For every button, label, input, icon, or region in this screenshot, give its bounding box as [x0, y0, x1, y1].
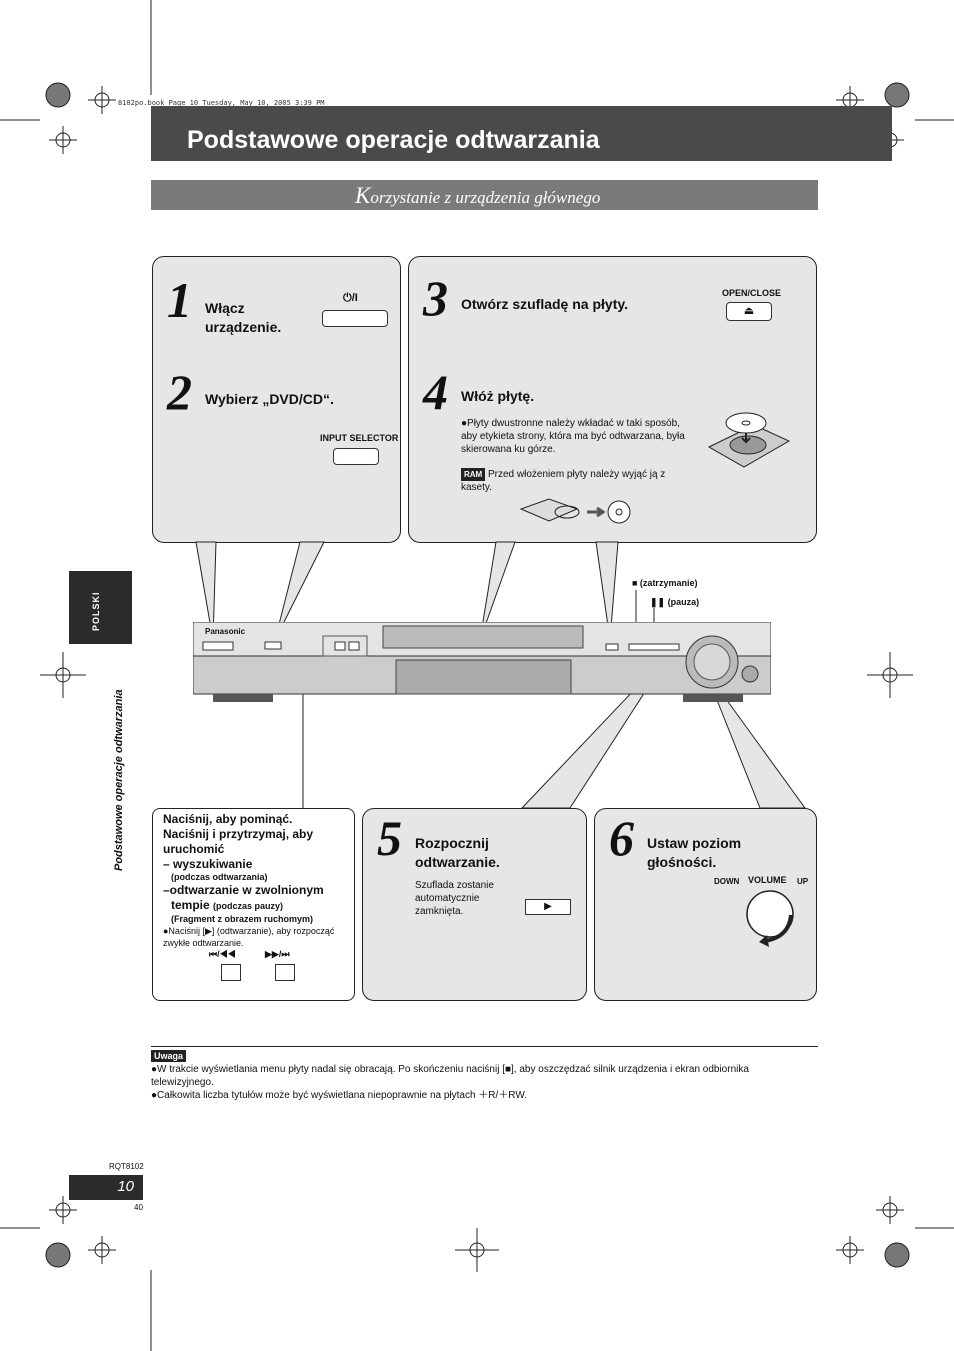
volume-up-label: UP — [797, 877, 809, 886]
skip-line5: –odtwarzanie w zwolnionym — [163, 883, 324, 897]
eject-icon: ⏏ — [743, 305, 755, 317]
ram-badge: RAM — [461, 468, 486, 481]
skip-back-button[interactable] — [221, 964, 241, 981]
panel-steps-3-4: 3 Otwórz szufladę na płyty. OPEN/CLOSE ⏏… — [408, 256, 817, 543]
play-icon: ▶ — [544, 901, 552, 912]
panel-skip-search: Naciśnij, aby pominąć. Naciśnij i przytr… — [152, 808, 355, 1001]
step-4-text: Włóż płytę. — [461, 388, 535, 404]
open-close-label: OPEN/CLOSE — [722, 288, 782, 298]
skip-line6: tempie (podczas pauzy) — [163, 898, 353, 914]
volume-label: VOLUME — [748, 875, 787, 885]
step-2-number: 2 — [167, 364, 192, 420]
step-6-line1: Ustaw poziom — [647, 835, 742, 851]
panel-steps-1-2: 1 Włącz urządzenie. ⏻/I 2 Wybierz „DVD/C… — [152, 256, 401, 543]
device-front-panel: Panasonic — [193, 622, 771, 702]
page-number: 10 — [117, 1178, 134, 1195]
skip-line7: (Fragment z obrazem ruchomym) — [171, 914, 314, 924]
step-1-text: Włącz urządzenie. — [205, 299, 281, 337]
open-close-button[interactable]: ⏏ — [726, 302, 772, 321]
skip-line4: (podczas odtwarzania) — [171, 872, 268, 882]
page-title: Podstawowe operacje odtwarzania — [187, 126, 600, 154]
skip-line1: Naciśnij, aby pominąć. — [163, 812, 293, 826]
volume-knob[interactable] — [743, 887, 803, 947]
note-1: ●W trakcie wyświetlania menu płyty nadal… — [151, 1064, 749, 1088]
skip-forward-icon: ▶▶/⏭ — [265, 949, 290, 959]
step-6-number: 6 — [609, 810, 634, 866]
stop-label: ■ (zatrzymanie) — [632, 578, 698, 588]
step-4-note-double-sided: ●Płyty dwustronne należy wkładać w taki … — [461, 418, 685, 455]
volume-down-label: DOWN — [714, 877, 740, 886]
step-5-line1: Rozpocznij — [415, 835, 489, 851]
subtitle-rest: orzystanie z urządzenia głównego — [370, 188, 601, 207]
pause-label: ❚❚ (pauza) — [650, 597, 700, 607]
play-button[interactable]: ▶ — [525, 899, 571, 915]
sub-page-number: 40 — [134, 1203, 143, 1212]
cassette-removal-illustration — [519, 498, 631, 524]
notes-divider — [151, 1046, 818, 1047]
power-icon-label: ⏻/I — [343, 292, 358, 304]
step-5-note: Szuflada zostanie automatycznie zamknięt… — [415, 880, 494, 917]
device-brand-logo: Panasonic — [205, 627, 246, 636]
skip-forward-button[interactable] — [275, 964, 295, 981]
note-2: ●Całkowita liczba tytułów może być wyświ… — [151, 1090, 528, 1101]
step-6-text: Ustaw poziom głośności. — [647, 834, 741, 872]
step-5-text: Rozpocznij odtwarzanie. — [415, 834, 500, 872]
step-3-number: 3 — [423, 270, 448, 326]
skip-text: Naciśnij, aby pominąć. Naciśnij i przytr… — [163, 812, 353, 949]
disc-tray-illustration — [707, 412, 791, 468]
page-title-bar: Podstawowe operacje odtwarzania — [151, 106, 892, 161]
step-4-note-ram: RAM Przed włożeniem płyty należy wyjąć j… — [461, 468, 697, 494]
skip-line6b: (podczas pauzy) — [213, 901, 284, 911]
skip-line8: ●Naciśnij [▶] (odtwarzanie), aby rozpocz… — [163, 926, 335, 948]
input-selector-label: INPUT SELECTOR — [320, 433, 399, 443]
step-1-number: 1 — [167, 272, 192, 328]
print-header-meta: 8102po.book Page 10 Tuesday, May 10, 200… — [118, 99, 325, 107]
power-button[interactable] — [322, 310, 388, 327]
document-code: RQT8102 — [109, 1162, 144, 1171]
skip-line3: – wyszukiwanie — [163, 857, 253, 871]
step-4-note-ram-text: Przed włożeniem płyty należy wyjąć ją z … — [461, 469, 666, 493]
step-5-number: 5 — [377, 810, 402, 866]
device-body — [193, 622, 771, 702]
notes-label: Uwaga — [151, 1050, 187, 1062]
panel-step-6: 6 Ustaw poziom głośności. DOWN VOLUME UP — [594, 808, 817, 1001]
section-subtitle-bar: Korzystanie z urządzenia głównego — [151, 180, 818, 210]
panel-step-5: 5 Rozpocznij odtwarzanie. Szuflada zosta… — [362, 808, 587, 1001]
step-2-text: Wybierz „DVD/CD“. — [205, 391, 334, 407]
step-6-line2: głośności. — [647, 854, 717, 870]
page-number-box: 10 — [69, 1175, 143, 1200]
language-tab: POLSKI — [69, 571, 132, 644]
input-selector-button[interactable] — [333, 448, 379, 465]
step-5-line2: odtwarzanie. — [415, 854, 500, 870]
step-1-line2: urządzenie. — [205, 319, 282, 335]
step-1-line1: Włącz — [205, 300, 245, 316]
step-3-text: Otwórz szufladę na płyty. — [461, 296, 628, 312]
skip-back-icon: ⏮/◀◀ — [209, 949, 236, 959]
subtitle-initial: K — [355, 183, 371, 208]
skip-line2: Naciśnij i przytrzymaj, aby uruchomić — [163, 827, 314, 856]
section-subtitle: Korzystanie z urządzenia głównego — [355, 183, 600, 209]
step-4-number: 4 — [423, 364, 448, 420]
skip-line6a: tempie — [171, 898, 210, 912]
